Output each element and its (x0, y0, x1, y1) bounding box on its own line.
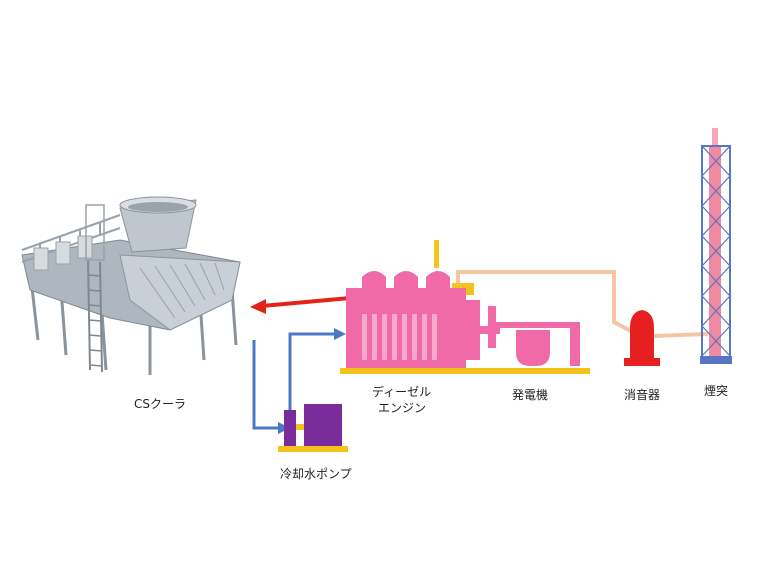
cs-cooler-illustration (21, 196, 241, 375)
chimney (700, 128, 732, 364)
generator (496, 322, 580, 366)
cooling-water-pump (278, 404, 348, 452)
diesel-engine (346, 240, 500, 368)
hot-water-arrow (250, 296, 351, 314)
exhaust-pipe (456, 270, 709, 338)
label-cooling-pump: 冷却水ポンプ (280, 467, 352, 481)
label-diesel-engine-line2: エンジン (378, 401, 427, 415)
label-silencer: 消音器 (624, 388, 661, 402)
cool-water-line-to-engine (288, 332, 334, 410)
label-diesel-engine-line1: ディーゼル (372, 385, 432, 399)
cool-water-arrowhead-engine (334, 328, 346, 340)
label-cs-cooler: CSクーラ (134, 397, 186, 411)
label-generator: 発電機 (512, 388, 549, 402)
cool-water-line-to-pump (252, 340, 278, 430)
label-chimney: 煙突 (704, 384, 729, 398)
silencer (624, 310, 660, 366)
base-rail (340, 368, 590, 374)
